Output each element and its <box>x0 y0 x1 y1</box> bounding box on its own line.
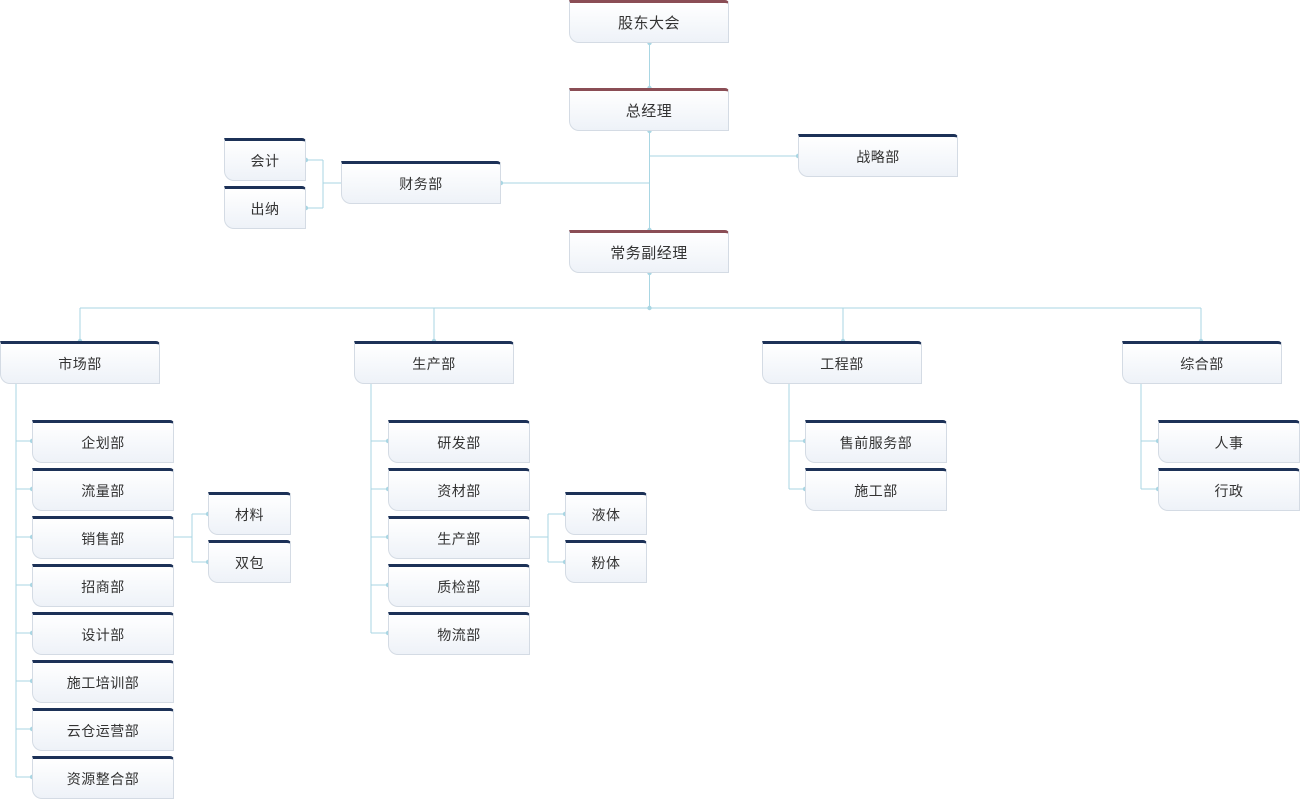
node-traffic[interactable]: 流量部 <box>32 468 174 511</box>
node-powder[interactable]: 粉体 <box>565 540 647 583</box>
node-investment[interactable]: 招商部 <box>32 564 174 607</box>
node-general-affairs[interactable]: 综合部 <box>1122 341 1282 384</box>
node-admin[interactable]: 行政 <box>1158 468 1300 511</box>
node-general-manager[interactable]: 总经理 <box>569 88 729 131</box>
node-engineering[interactable]: 工程部 <box>762 341 922 384</box>
node-resource-integration[interactable]: 资源整合部 <box>32 756 174 799</box>
node-production[interactable]: 生产部 <box>354 341 514 384</box>
node-dual-package[interactable]: 双包 <box>208 540 291 583</box>
node-construction[interactable]: 施工部 <box>805 468 947 511</box>
node-sales[interactable]: 销售部 <box>32 516 174 559</box>
node-hr[interactable]: 人事 <box>1158 420 1300 463</box>
node-rnd[interactable]: 研发部 <box>388 420 530 463</box>
node-cashier[interactable]: 出纳 <box>224 186 306 229</box>
node-strategy[interactable]: 战略部 <box>798 134 958 177</box>
node-cloud-warehouse[interactable]: 云仓运营部 <box>32 708 174 751</box>
node-materials-dept[interactable]: 资材部 <box>388 468 530 511</box>
node-presales[interactable]: 售前服务部 <box>805 420 947 463</box>
node-production-sub[interactable]: 生产部 <box>388 516 530 559</box>
node-design[interactable]: 设计部 <box>32 612 174 655</box>
node-finance[interactable]: 财务部 <box>341 161 501 204</box>
node-deputy-general-manager[interactable]: 常务副经理 <box>569 230 729 273</box>
node-accounting[interactable]: 会计 <box>224 138 306 181</box>
node-quality[interactable]: 质检部 <box>388 564 530 607</box>
node-shareholders[interactable]: 股东大会 <box>569 0 729 43</box>
node-liquid[interactable]: 液体 <box>565 492 647 535</box>
node-construction-training[interactable]: 施工培训部 <box>32 660 174 703</box>
node-market[interactable]: 市场部 <box>0 341 160 384</box>
node-planning[interactable]: 企划部 <box>32 420 174 463</box>
node-materials[interactable]: 材料 <box>208 492 291 535</box>
node-logistics[interactable]: 物流部 <box>388 612 530 655</box>
